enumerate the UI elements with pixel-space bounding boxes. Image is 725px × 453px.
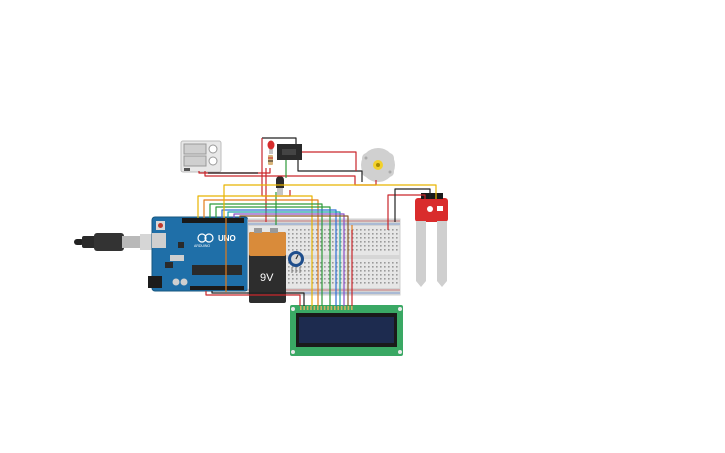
arduino-maker-label: ARDUINO bbox=[194, 244, 210, 248]
lcd-16x2 bbox=[290, 305, 403, 356]
arduino-uno: UNO ARDUINO bbox=[148, 216, 249, 292]
dc-motor bbox=[361, 148, 395, 182]
led-red bbox=[267, 140, 275, 154]
battery-9v: 9V bbox=[249, 228, 286, 303]
potentiometer bbox=[288, 251, 304, 273]
arduino-brand-label: UNO bbox=[218, 234, 236, 243]
usb-cable bbox=[74, 233, 154, 251]
dual-button-module bbox=[180, 140, 222, 173]
soil-moisture-sensor bbox=[415, 193, 448, 287]
relay-module bbox=[277, 144, 302, 160]
resistor bbox=[268, 155, 273, 165]
battery-voltage-label: 9V bbox=[260, 272, 274, 284]
wires bbox=[197, 137, 437, 306]
